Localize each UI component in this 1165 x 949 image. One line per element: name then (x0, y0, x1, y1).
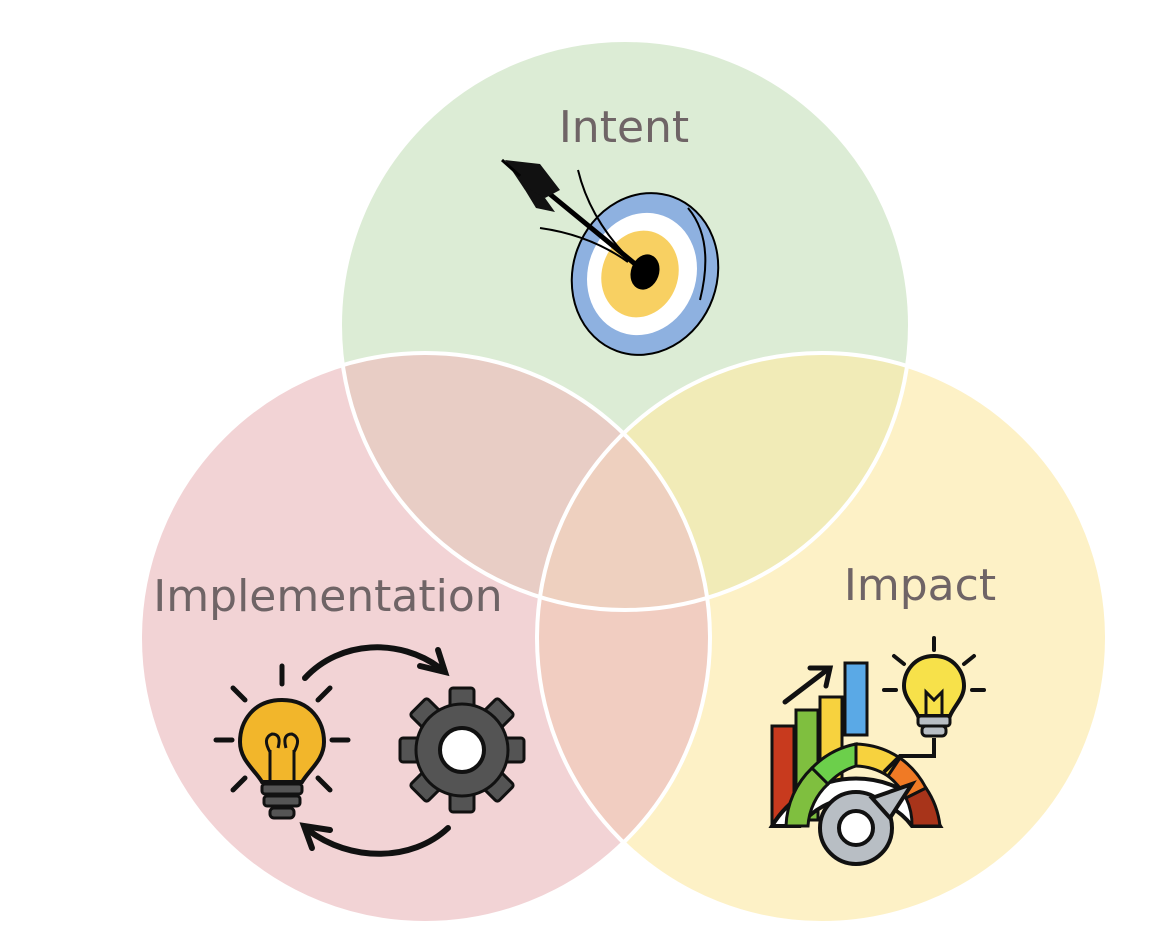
lightbulb-icon (213, 663, 351, 820)
implementation-label: Implementation (153, 571, 502, 622)
intent-impact-overlap (537, 353, 910, 610)
target-with-arrow-icon (501, 158, 720, 356)
circle-outlines (138, 38, 1109, 925)
impact-label: Impact (844, 560, 996, 611)
cycle-arrows-icon (299, 644, 451, 857)
lightbulb-gear-cycle-icon (213, 644, 526, 857)
intent-implementation-overlap (340, 353, 710, 610)
intent-label: Intent (559, 102, 689, 153)
idea-lightbulb-icon (882, 636, 986, 774)
growth-gauge-lightbulb-icon (768, 636, 986, 866)
gear-icon (398, 686, 526, 814)
